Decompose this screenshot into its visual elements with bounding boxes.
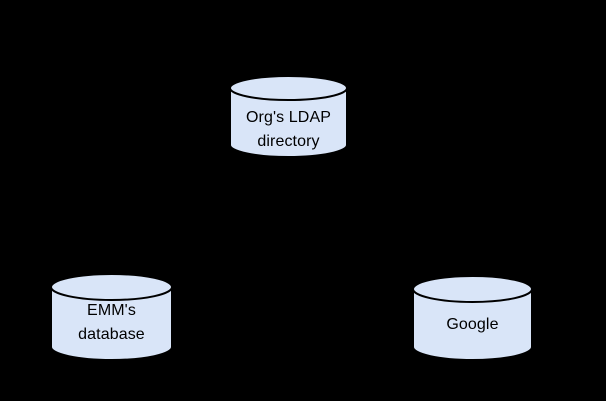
ldap-directory-node: Org's LDAP directory: [229, 75, 348, 158]
emm-database-node: EMM's database: [50, 273, 173, 362]
node-label: Org's LDAP directory: [229, 103, 348, 157]
node-label: EMM's database: [50, 293, 173, 353]
node-label-line: database: [78, 326, 145, 343]
node-label-line: directory: [257, 133, 320, 150]
node-label-line: Org's LDAP: [246, 109, 331, 126]
database-cylinder-icon: [229, 75, 348, 158]
database-cylinder-icon: [412, 275, 533, 361]
google-node: Google: [412, 275, 533, 362]
node-label: Google: [412, 297, 533, 353]
database-cylinder-icon: [50, 273, 173, 361]
node-label-line: EMM's: [87, 302, 136, 319]
node-label-line: Google: [446, 316, 499, 333]
